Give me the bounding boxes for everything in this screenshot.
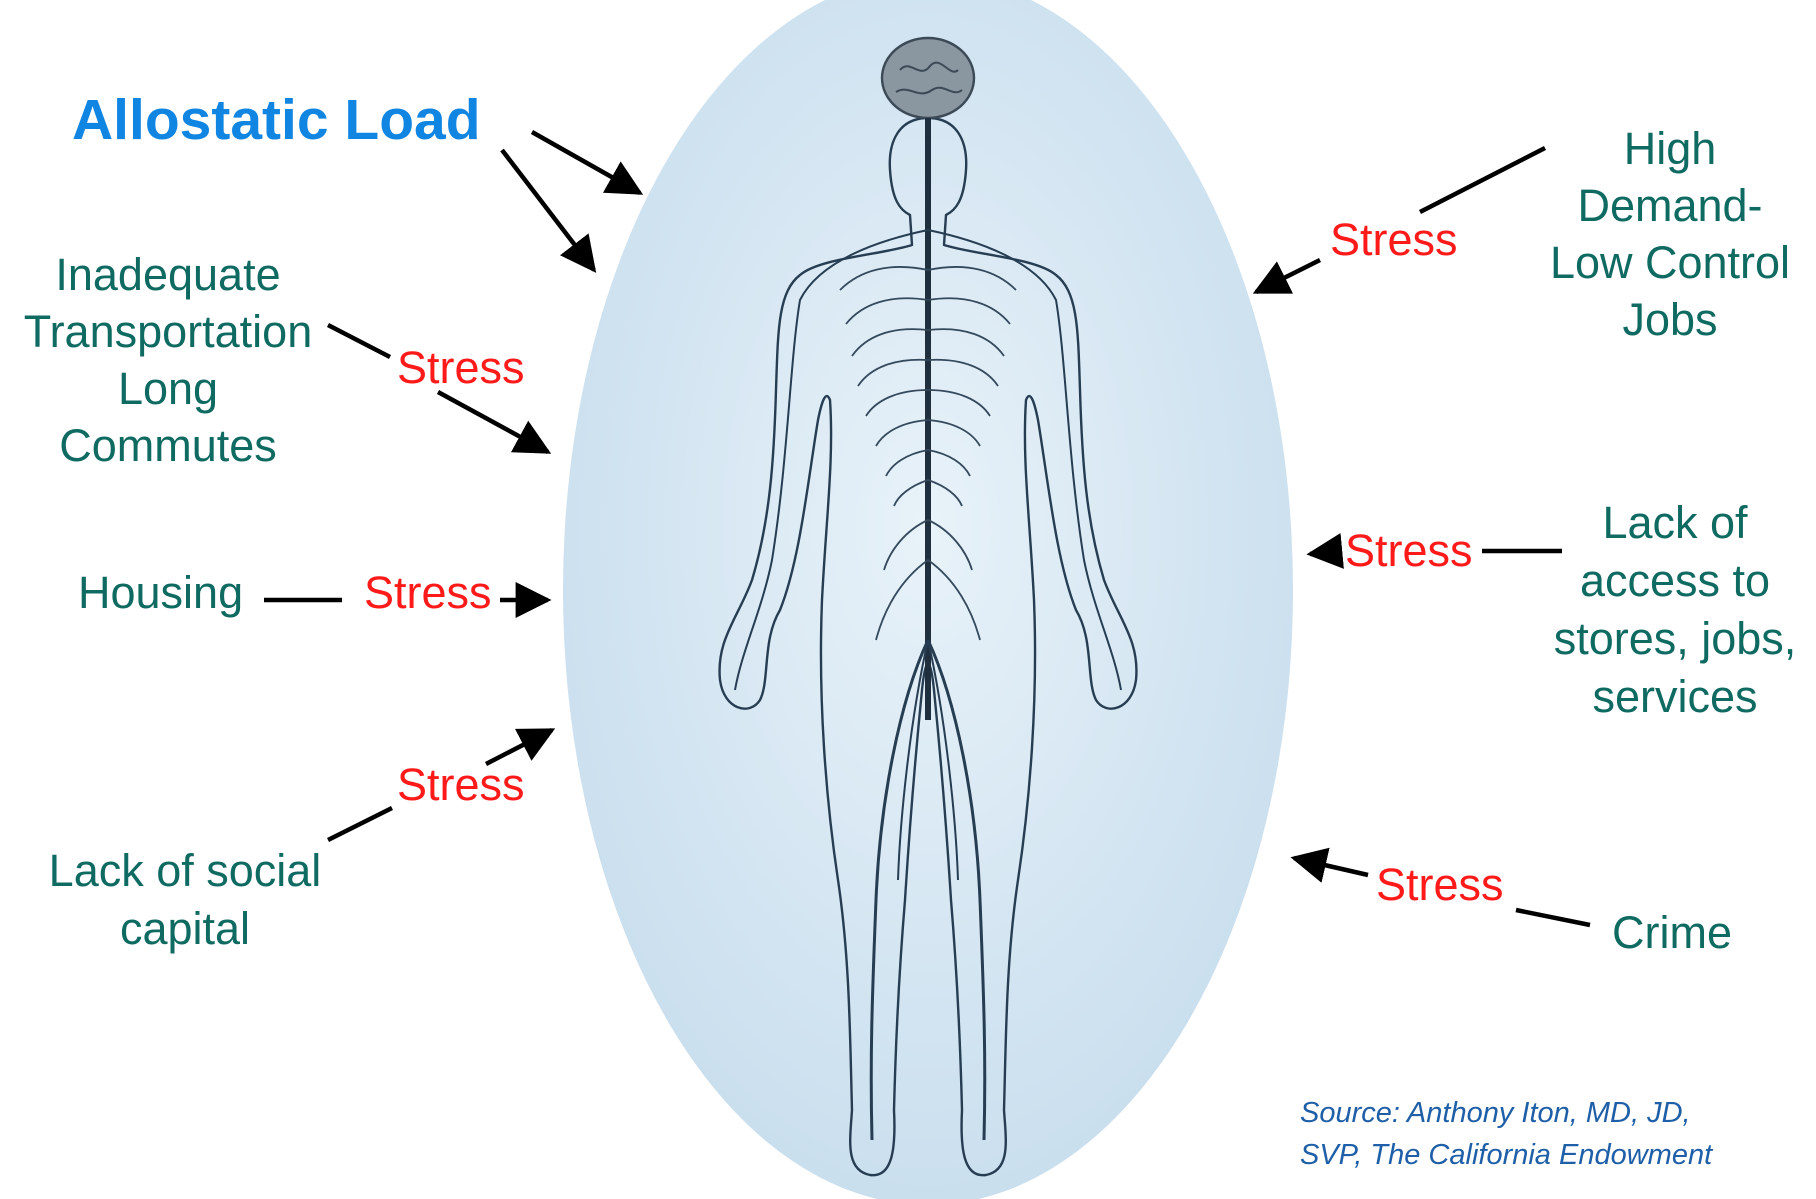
stress-label: Stress: [397, 345, 525, 390]
factor-line: Inadequate: [8, 246, 328, 303]
stress-label: Stress: [397, 762, 525, 807]
stress-label: Stress: [1376, 862, 1504, 907]
arrow-icon: [1310, 551, 1342, 554]
factor-crime: Crime: [1612, 910, 1732, 955]
factor-line: Transportation: [8, 303, 328, 360]
factor-social-capital: Lack of social capital: [30, 842, 340, 958]
factor-access: Lack of access to stores, jobs, services: [1530, 494, 1816, 726]
factor-transportation: Inadequate Transportation Long Commutes: [8, 246, 328, 474]
factor-housing: Housing: [78, 570, 243, 615]
factor-line: Lack of: [1530, 494, 1816, 552]
arrow-icon: [1256, 260, 1320, 292]
arrow-icon: [532, 132, 640, 193]
factor-line: Lack of social: [30, 842, 340, 900]
arrow-icon: [1420, 148, 1545, 212]
factor-jobs: High Demand- Low Control Jobs: [1530, 120, 1810, 348]
diagram-title: Allostatic Load: [72, 92, 481, 149]
arrow-icon: [502, 150, 594, 270]
factor-line: access to: [1530, 552, 1816, 610]
factor-line: services: [1530, 668, 1816, 726]
source-citation: Source: Anthony Iton, MD, JD, SVP, The C…: [1300, 1092, 1712, 1176]
stress-label: Stress: [1330, 217, 1458, 262]
factor-line: Low Control: [1530, 234, 1810, 291]
arrow-icon: [1294, 858, 1368, 875]
stress-label: Stress: [1345, 528, 1473, 573]
factor-line: High: [1530, 120, 1810, 177]
source-line: SVP, The California Endowment: [1300, 1134, 1712, 1176]
source-line: Source: Anthony Iton, MD, JD,: [1300, 1092, 1712, 1134]
factor-line: Long: [8, 360, 328, 417]
factor-line: Jobs: [1530, 291, 1810, 348]
factor-line: Commutes: [8, 417, 328, 474]
arrow-icon: [328, 808, 392, 840]
factor-line: capital: [30, 900, 340, 958]
arrow-icon: [1516, 910, 1590, 925]
factor-line: Demand-: [1530, 177, 1810, 234]
arrow-icon: [438, 392, 548, 452]
arrow-icon: [328, 325, 390, 357]
brain-icon: [882, 38, 974, 118]
stress-label: Stress: [364, 570, 492, 615]
factor-line: stores, jobs,: [1530, 610, 1816, 668]
